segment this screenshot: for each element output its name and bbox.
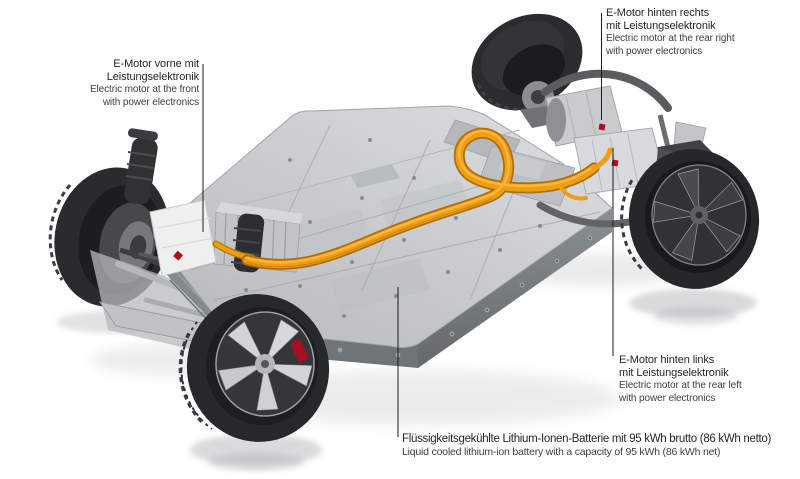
power-electronics-box <box>149 199 217 277</box>
leader-lines <box>202 13 614 437</box>
callout-rear-left-de-line1: E-Motor hinten links <box>619 354 715 366</box>
callout-front-motor-de-line2: Leistungselektronik <box>106 71 199 83</box>
callout-rear-right-de-line1: E-Motor hinten rechts <box>606 7 710 19</box>
callout-rear-left-motor: E-Motor hinten links mit Leistungselektr… <box>619 354 799 405</box>
callout-rear-left-en-line1: Electric motor at the rear left <box>619 380 742 391</box>
callout-battery-de: Flüssigkeitsgekühlte Lithium-Ionen-Batte… <box>402 433 772 445</box>
callout-battery: Flüssigkeitsgekühlte Lithium-Ionen-Batte… <box>402 432 798 459</box>
front-motor-logo <box>173 250 183 261</box>
rear-left-wheel <box>620 149 760 289</box>
callout-rear-right-motor: E-Motor hinten rechts mit Leistungselekt… <box>606 7 796 58</box>
front-brake-caliper <box>290 339 308 363</box>
callout-front-motor-en-line2: with power electronics <box>102 96 199 108</box>
callout-front-motor-en-line1: Electric motor at the front <box>89 84 199 95</box>
callout-front-motor-de-line1: E-Motor vorne mit <box>113 58 199 70</box>
callout-front-motor: E-Motor vorne mit Leistungselektronik El… <box>19 58 199 109</box>
callout-rear-right-de-line2: mit Leistungselektronik <box>606 20 716 32</box>
front-left-wheel <box>178 294 330 442</box>
front-drive-unit <box>149 199 303 277</box>
callout-rear-left-de-line2: mit Leistungselektronik <box>619 367 729 379</box>
callout-rear-left-en-line2: with power electronics <box>619 392 716 404</box>
callout-rear-right-en-line1: Electric motor at the rear right <box>606 33 735 44</box>
battery-pack <box>153 105 613 368</box>
callout-rear-right-en-line2: with power electronics <box>606 45 703 57</box>
callout-battery-en: Liquid cooled lithium-ion battery with a… <box>402 446 721 458</box>
rear-right-motor-logo <box>598 123 606 131</box>
hv-cables <box>212 127 613 270</box>
